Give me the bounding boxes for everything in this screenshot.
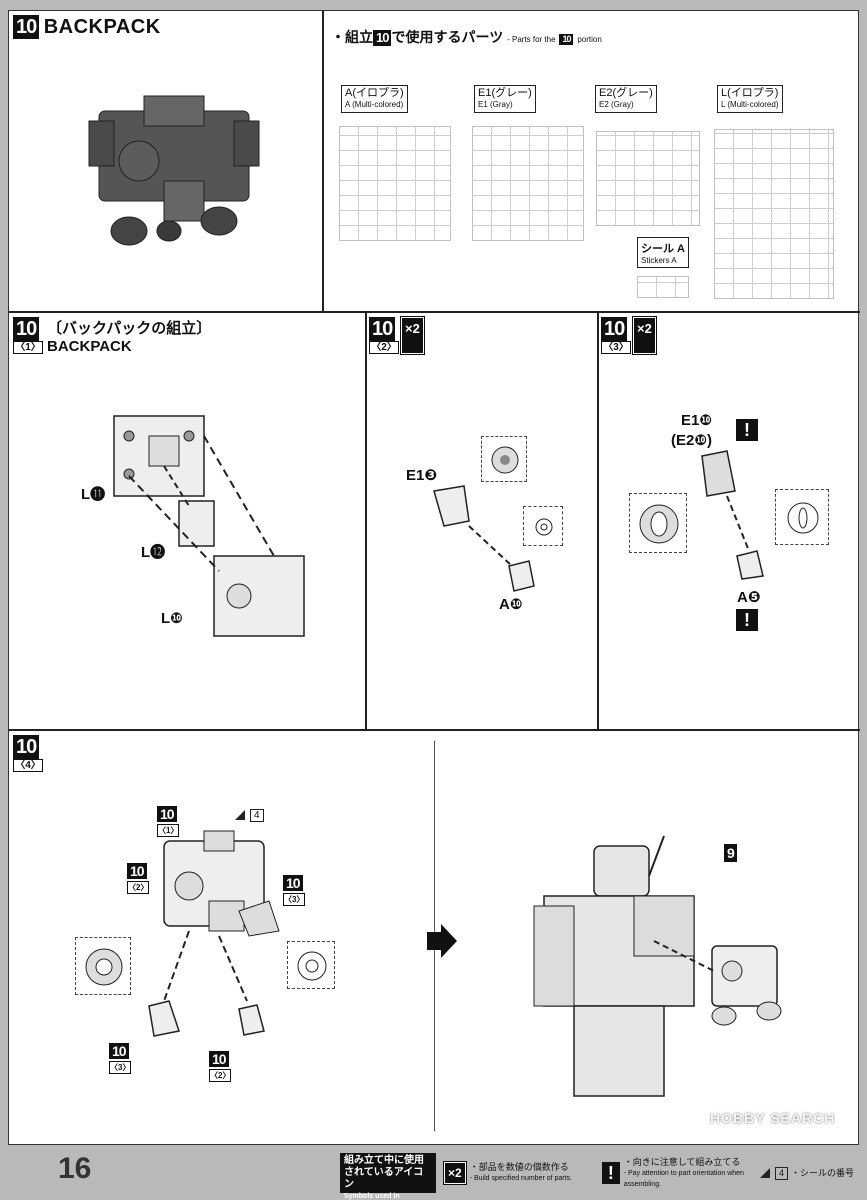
backpack-illustration <box>88 95 260 246</box>
runner-e2-image <box>596 131 700 226</box>
orientation-warning-icon: ! <box>736 419 758 441</box>
runner-label-l: L(イロプラ) L (Multi-colored) <box>717 85 783 113</box>
detail-callout <box>75 937 131 995</box>
substep-2-header: 10 〈2〉 ×2 <box>369 316 425 355</box>
part-label: (E2❿) <box>671 432 713 449</box>
sticker-sheet-image <box>637 276 689 298</box>
detail-callout <box>629 493 687 553</box>
detail-callout <box>287 941 335 989</box>
sticker-icon <box>235 810 245 820</box>
part-label: L⓬ <box>141 544 166 561</box>
step-number: 10 <box>13 15 40 39</box>
parts-header-num: 10 <box>373 30 392 46</box>
divider <box>365 311 367 729</box>
parts-header-jp: ・組立 <box>331 29 373 45</box>
multiplier-badge: ×2 <box>632 316 657 355</box>
page-number: 16 <box>58 1152 92 1185</box>
runner-a-image <box>339 126 451 241</box>
runner-label-e1: E1(グレー) E1 (Gray) <box>474 85 536 113</box>
watermark: HOBBY SEARCH <box>710 1110 836 1126</box>
substep-index: 〈1〉 <box>13 341 43 354</box>
step-callout: 10 〈1〉 <box>157 806 179 837</box>
reference-step-badge: 9 <box>724 844 737 862</box>
substep-title-en: BACKPACK <box>47 338 132 355</box>
substep-index: 〈3〉 <box>601 341 631 354</box>
step-header: 10 BACKPACK <box>13 15 161 39</box>
part-label: A❺ <box>737 589 761 606</box>
runner-e1-image <box>472 126 584 241</box>
sticker-callout: 4 <box>233 808 264 822</box>
part-label: L❿ <box>161 610 183 627</box>
detail-callout <box>481 436 527 482</box>
sticker-number: 4 <box>250 808 264 822</box>
parts-header-jp2: で使用するパーツ <box>391 29 504 45</box>
step-callout: 10 〈3〉 <box>283 875 305 906</box>
step-title: BACKPACK <box>43 16 161 38</box>
parts-header-en: - Parts for the <box>507 35 556 44</box>
next-step-arrow-icon <box>427 924 457 958</box>
part-label: A❿ <box>499 596 523 613</box>
backpack-assembly-diagram <box>113 415 305 637</box>
divider <box>9 729 860 731</box>
substep-number: 10 <box>13 735 40 759</box>
runner-l-image <box>714 129 834 299</box>
detail-callout <box>775 489 829 545</box>
sticker-icon <box>760 1168 770 1178</box>
detail-callout <box>523 506 563 546</box>
substep-number: 10 <box>13 317 40 341</box>
divider <box>597 311 599 729</box>
step-callout: 10 〈3〉 <box>109 1043 131 1074</box>
legend-orientation: ! ・向きに注意して組み立てる - Pay attention to part … <box>602 1153 752 1193</box>
step-callout: 10 〈2〉 <box>209 1051 231 1082</box>
mobile-suit-illustration <box>533 835 782 1097</box>
legend-multiplier: ×2 ・部品を数値の個数作る - Build specified number … <box>442 1153 592 1193</box>
runner-label-e2: E2(グレー) E2 (Gray) <box>595 85 657 113</box>
step-callout: 10 〈2〉 <box>127 863 149 894</box>
divider <box>322 11 324 311</box>
substep-1-header: 10 〈1〉 〔バックパックの組立〕 BACKPACK <box>13 317 211 355</box>
substep-4-header: 10 〈4〉 <box>13 735 43 772</box>
part-label: E1❸ <box>406 467 438 484</box>
substep-title-jp: 〔バックパックの組立〕 <box>47 320 212 337</box>
sticker-number: 4 <box>775 1166 789 1180</box>
backpack-final-assembly-diagram <box>148 830 280 1037</box>
divider <box>9 311 860 313</box>
orientation-warning-icon: ! <box>602 1162 620 1184</box>
substep-index: 〈2〉 <box>369 341 399 354</box>
substep-3-header: 10 〈3〉 ×2 <box>601 316 657 355</box>
parts-header-en-num: 10 <box>559 34 574 45</box>
substep-index: 〈4〉 <box>13 759 43 772</box>
part-label: E1❿ <box>681 412 713 429</box>
thruster-diagram <box>433 485 535 592</box>
orientation-warning-icon: ! <box>736 609 758 631</box>
parts-header-en2: portion <box>577 35 602 44</box>
part-label: L⓫ <box>81 486 106 503</box>
multiplier-icon: ×2 <box>443 1161 467 1185</box>
runner-label-a: A(イロプラ) A (Multi-colored) <box>341 85 408 113</box>
sticker-sheet-label: シール A Stickers A <box>637 237 689 268</box>
icon-legend: 組み立て中に使用されているアイコン Symbols used in instru… <box>340 1153 860 1200</box>
legend-header: 組み立て中に使用されているアイコン Symbols used in instru… <box>340 1153 436 1200</box>
substep-number: 10 <box>369 317 396 341</box>
multiplier-badge: ×2 <box>400 316 425 355</box>
thruster-diagram <box>701 450 764 580</box>
legend-sticker: 4 ・シールの番号 <box>758 1153 858 1193</box>
substep-number: 10 <box>601 317 628 341</box>
